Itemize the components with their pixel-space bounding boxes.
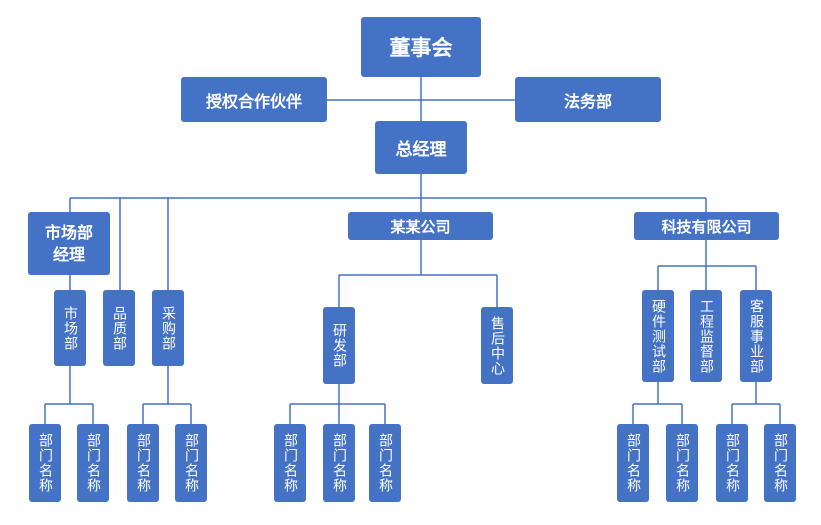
node-company-a: 某某公司 [348,212,493,240]
node-quality-dept-label: 品质部 [111,305,127,351]
node-customer-service: 客服事业部 [740,290,772,382]
node-leaf-label: 部门名称 [625,433,641,493]
node-leaf: 部门名称 [617,424,649,502]
node-leaf: 部门名称 [666,424,698,502]
node-legal: 法务部 [515,77,661,122]
node-gm-label: 总经理 [395,140,447,160]
node-after-sales: 售后中心 [481,307,513,384]
node-leaf-label: 部门名称 [331,433,347,493]
node-eng-supervision: 工程监督部 [690,290,722,382]
node-eng-supervision-label: 工程监督部 [698,298,714,374]
node-leaf: 部门名称 [716,424,748,502]
node-hw-test: 硬件测试部 [642,290,674,382]
node-after-sales-label: 售后中心 [489,315,505,376]
node-leaf-label: 部门名称 [724,433,740,493]
node-leaf: 部门名称 [29,424,61,502]
node-leaf-label: 部门名称 [37,433,53,493]
node-company-b-label: 科技有限公司 [661,217,752,236]
node-quality-dept: 品质部 [103,290,135,366]
node-leaf-label: 部门名称 [135,433,151,493]
node-leaf-label: 部门名称 [85,433,101,493]
node-purchase-dept: 采购部 [152,290,184,366]
node-customer-service-label: 客服事业部 [748,298,764,374]
node-leaf: 部门名称 [764,424,796,502]
node-market-dept: 市场部 [54,290,86,366]
node-rd-dept-label: 研发部 [331,323,347,368]
node-hw-test-label: 硬件测试部 [650,298,666,374]
node-leaf-label: 部门名称 [282,433,298,493]
node-board-label: 董事会 [389,36,453,60]
node-leaf-label: 部门名称 [772,433,788,493]
node-legal-label: 法务部 [563,91,612,111]
node-leaf: 部门名称 [127,424,159,502]
node-gm: 总经理 [375,121,467,174]
node-company-a-label: 某某公司 [390,217,451,236]
node-partner-label: 授权合作伙伴 [205,91,302,111]
node-market-manager: 市场部 经理 [28,212,110,275]
node-leaf: 部门名称 [274,424,306,502]
node-leaf-label: 部门名称 [377,433,393,493]
node-leaf: 部门名称 [369,424,401,502]
node-leaf: 部门名称 [323,424,355,502]
node-market-manager-label: 市场部 经理 [44,222,93,264]
node-rd-dept: 研发部 [323,307,355,384]
node-leaf-label: 部门名称 [674,433,690,493]
node-leaf: 部门名称 [175,424,207,502]
node-partner: 授权合作伙伴 [181,77,327,122]
node-leaf: 部门名称 [77,424,109,502]
node-company-b: 科技有限公司 [634,212,779,240]
node-leaf-label: 部门名称 [183,433,199,493]
node-market-dept-label: 市场部 [62,305,78,351]
node-board: 董事会 [361,17,481,77]
node-purchase-dept-label: 采购部 [160,305,176,351]
